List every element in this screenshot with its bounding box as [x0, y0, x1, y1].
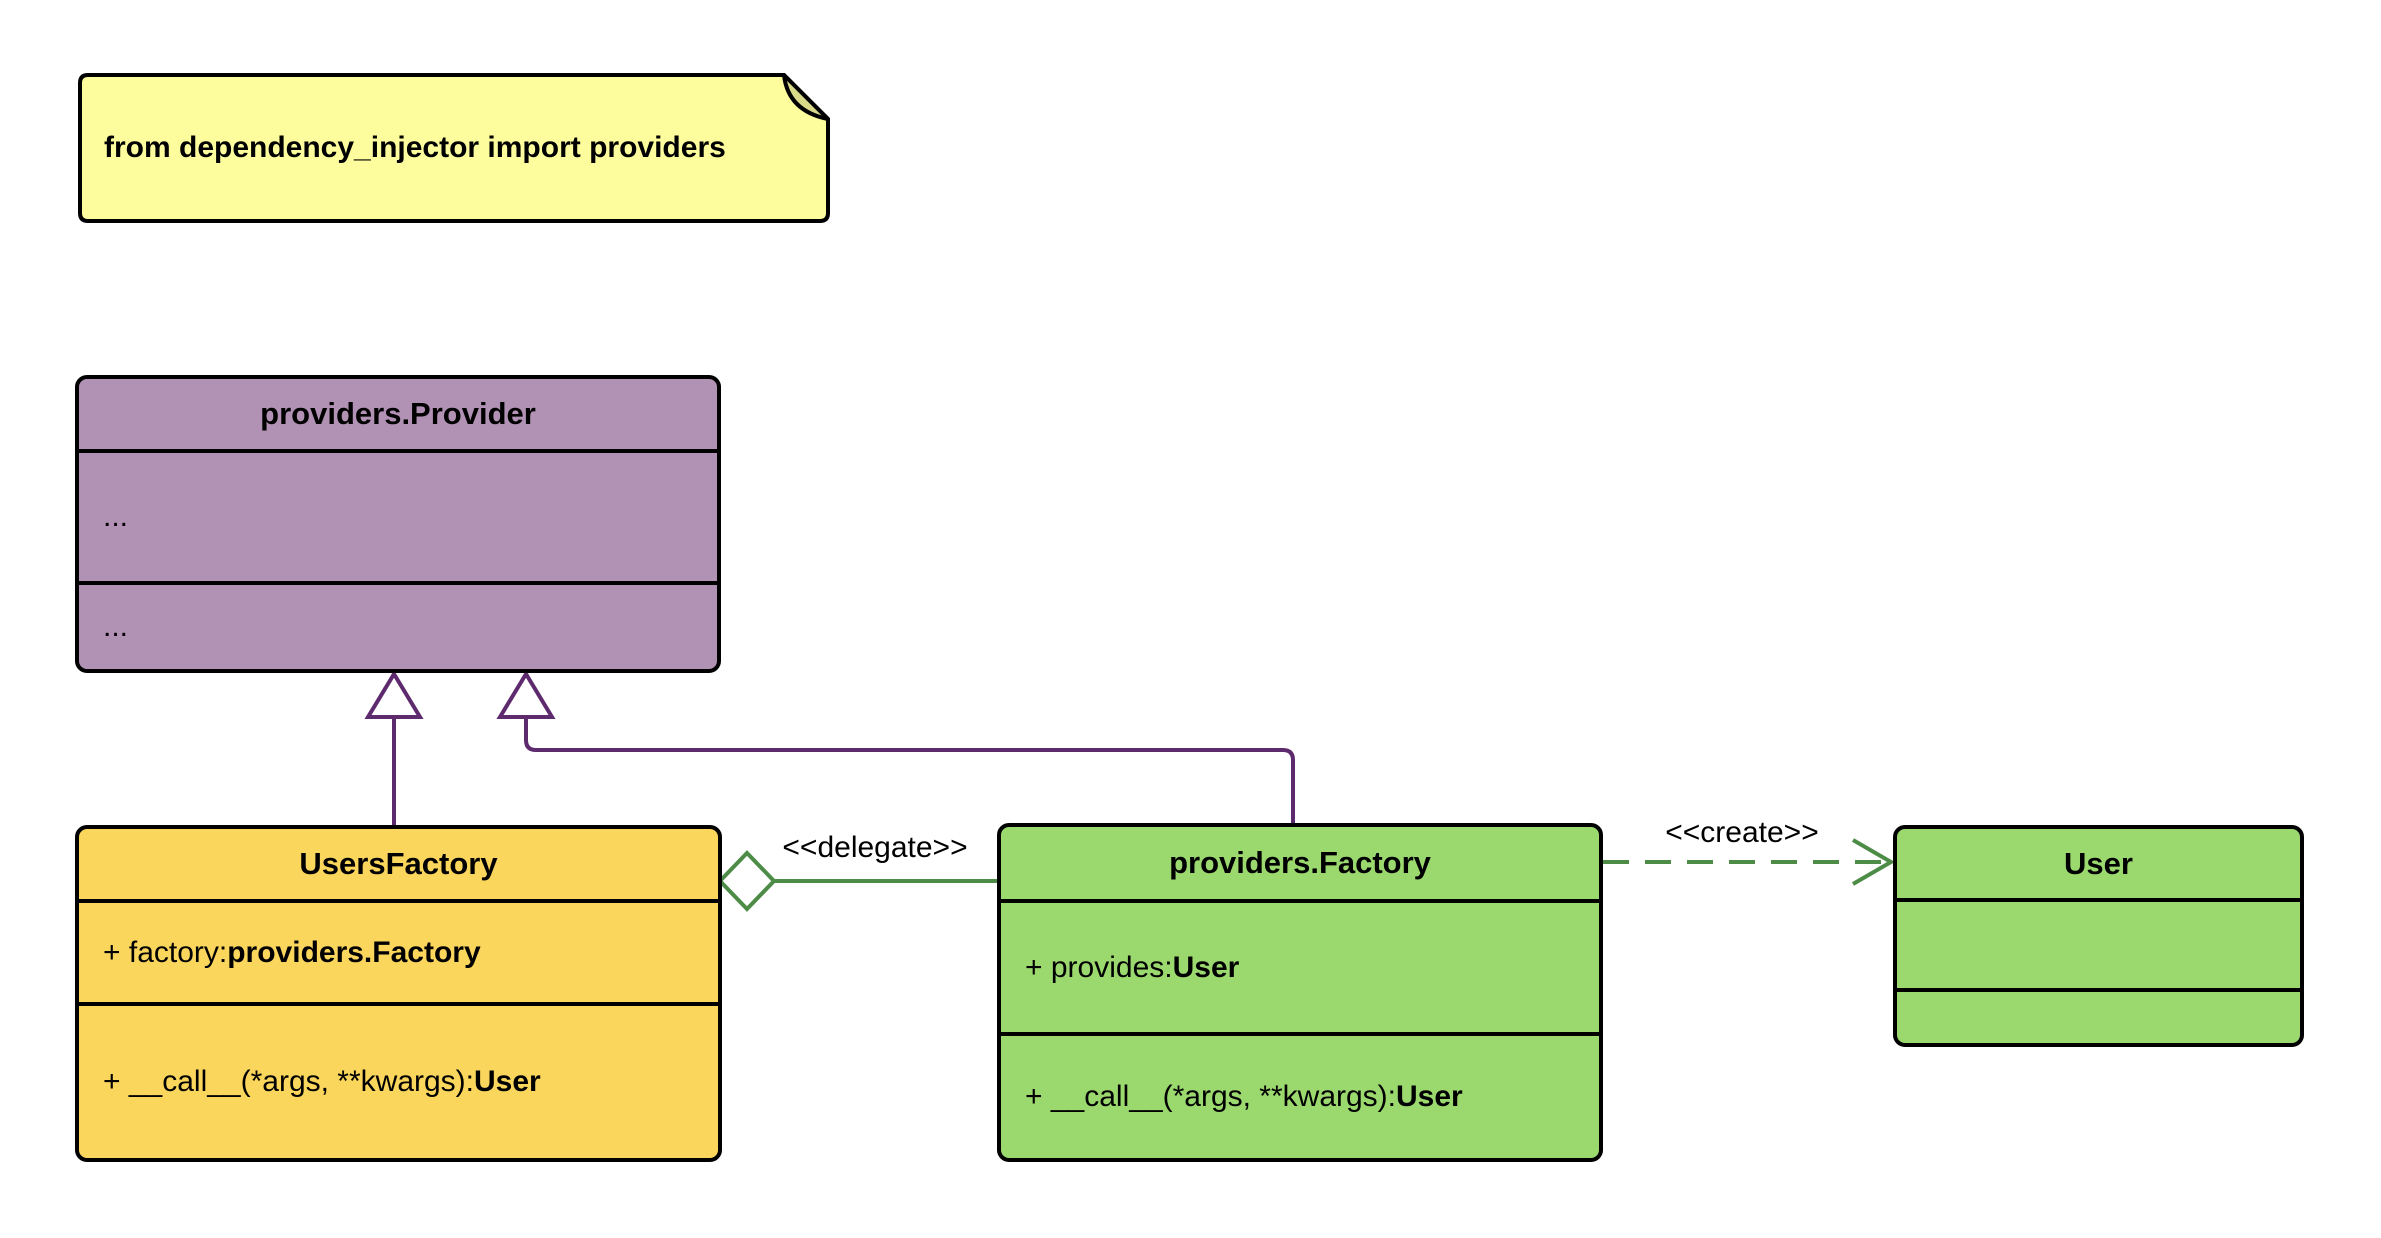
method-signature: + __call__(*args, **kwargs):: [103, 1065, 475, 1098]
attribute-type: providers.Factory: [227, 935, 481, 969]
class-user: User: [1893, 825, 2304, 1047]
create-edge-label: <<create>>: [1665, 816, 1819, 849]
inheritance-triangle-icon: [364, 670, 424, 719]
class-attributes: + provides: User: [1001, 899, 1599, 1032]
code-note: from dependency_injector import provider…: [78, 73, 830, 223]
delegate-edge-label: <<delegate>>: [782, 831, 968, 864]
class-methods: ...: [79, 581, 717, 669]
inheritance-edge-factory: [496, 670, 1295, 825]
class-providers-provider: providers.Provider ... ...: [75, 375, 721, 673]
method-signature: + __call__(*args, **kwargs):: [1025, 1080, 1397, 1113]
class-attributes: ...: [79, 449, 717, 581]
class-title: providers.Provider: [260, 396, 536, 431]
inheritance-triangle-icon: [496, 670, 556, 719]
aggregation-diamond-icon: [717, 850, 777, 912]
attribute-name: + provides:: [1025, 950, 1173, 984]
attribute-name: + factory:: [103, 935, 228, 969]
method-return-type: User: [1396, 1080, 1463, 1113]
class-providers-factory: providers.Factory + provides: User + __c…: [997, 823, 1603, 1162]
note-shape: [78, 73, 830, 223]
class-methods: [1897, 988, 2300, 1043]
attribute-type: User: [1172, 950, 1240, 984]
class-title: providers.Factory: [1169, 845, 1431, 880]
open-arrowhead-icon: [1851, 838, 1895, 886]
method-return-type: User: [474, 1065, 541, 1098]
class-methods: + __call__(*args, **kwargs): User: [1001, 1032, 1599, 1158]
inheritance-edge-users-factory: [364, 670, 424, 827]
class-attributes: + factory: providers.Factory: [79, 899, 718, 1002]
class-title: User: [2064, 845, 2133, 881]
note-text: from dependency_injector import provider…: [104, 131, 726, 164]
class-attributes: [1897, 898, 2300, 988]
class-title: UsersFactory: [299, 846, 498, 881]
note-fold-icon: [782, 73, 830, 121]
class-methods: + __call__(*args, **kwargs): User: [79, 1002, 718, 1158]
class-users-factory: UsersFactory + factory: providers.Factor…: [75, 825, 722, 1162]
